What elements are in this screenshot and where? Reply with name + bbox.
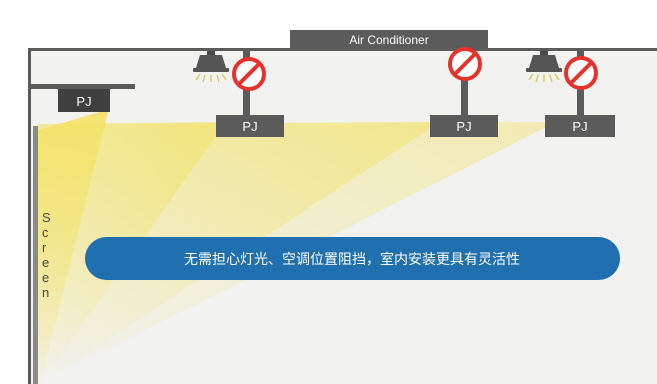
screen-letter: r: [42, 240, 47, 255]
projector-box: [216, 115, 284, 137]
ceiling-line: [28, 48, 657, 51]
screen-letter: e: [42, 255, 49, 270]
projector-box: [430, 115, 498, 137]
caption-banner: 无需担心灯光、空调位置阻挡，室内安装更具有灵活性: [85, 237, 620, 280]
projector-label: PJ: [76, 94, 91, 109]
banner-pill: [85, 237, 620, 280]
projector-box: [545, 115, 615, 137]
screen-letter: n: [42, 285, 49, 300]
projector-label: PJ: [242, 119, 257, 134]
projector-screen-side: PJ: [58, 89, 110, 112]
left-wall: [28, 48, 31, 384]
ceiling-lamp-icon: [193, 51, 229, 83]
screen-label: S c r e e n: [42, 210, 51, 300]
shelf-bar: [28, 84, 135, 89]
no-entry-icon: [232, 57, 266, 91]
projector-box: [58, 89, 110, 112]
screen-letter: c: [42, 225, 49, 240]
air-conditioner-box: [290, 30, 488, 48]
projection-screen: [33, 126, 38, 384]
ceiling-lamp-icon: [526, 51, 562, 83]
air-conditioner-label: Air Conditioner: [349, 33, 428, 47]
no-entry-icon: [448, 47, 482, 81]
screen-letter: e: [42, 270, 49, 285]
air-conditioner: Air Conditioner: [290, 30, 488, 48]
projector-label: PJ: [572, 119, 587, 134]
banner-text: 无需担心灯光、空调位置阻挡，室内安装更具有灵活性: [184, 251, 520, 268]
projector-label: PJ: [456, 119, 471, 134]
projector-mount: [461, 51, 468, 117]
no-entry-icon: [564, 56, 598, 90]
ceiling-projector-2: PJ: [430, 51, 498, 137]
screen-letter: S: [42, 210, 51, 225]
